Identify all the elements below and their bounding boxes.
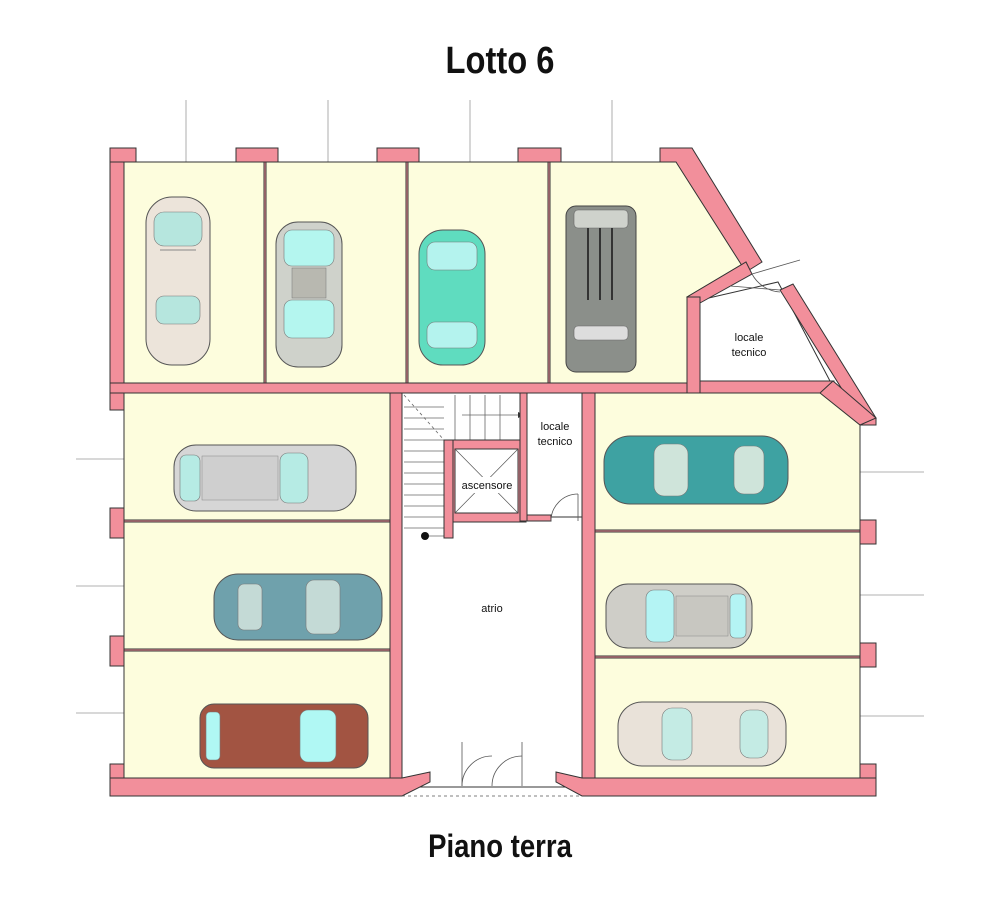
car-1 <box>145 196 211 366</box>
label-locale-tecnico-center-2: tecnico <box>538 436 573 448</box>
doors <box>402 259 801 797</box>
cars <box>145 196 789 769</box>
wall-mid-horizontal <box>109 382 701 394</box>
car-6 <box>213 573 383 641</box>
walls <box>109 147 877 797</box>
label-locale-tecnico-right-2: tecnico <box>732 347 767 359</box>
elevator <box>445 439 527 523</box>
car-9 <box>605 583 753 649</box>
wall-south-west <box>109 771 431 797</box>
door-locale-tecnico-center <box>550 493 579 522</box>
car-2 <box>275 221 343 368</box>
room-locale-tecnico-center <box>526 392 583 518</box>
label-atrio: atrio <box>481 603 502 615</box>
car-8 <box>603 435 789 505</box>
door-main-entrance <box>461 755 523 787</box>
label-locale-tecnico-center-1: locale <box>541 421 570 433</box>
wall-south-east <box>555 771 877 797</box>
wall-atrio-east <box>581 392 596 779</box>
stairs-marker-dot <box>421 532 429 540</box>
car-5 <box>173 444 357 512</box>
car-10 <box>617 701 787 767</box>
car-7 <box>199 703 369 769</box>
label-locale-tecnico-right-1: locale <box>735 332 764 344</box>
wall-atrio-west <box>389 392 403 779</box>
label-ascensore: ascensore <box>462 480 513 492</box>
wall-west <box>109 147 125 411</box>
door-locale-tecnico-right <box>751 273 781 293</box>
plan-title: Lotto 6 <box>445 40 555 82</box>
car-3 <box>418 229 486 366</box>
car-4 <box>565 205 637 373</box>
wall-north-segment-1 <box>109 147 137 163</box>
plan-subtitle: Piano terra <box>428 828 572 864</box>
